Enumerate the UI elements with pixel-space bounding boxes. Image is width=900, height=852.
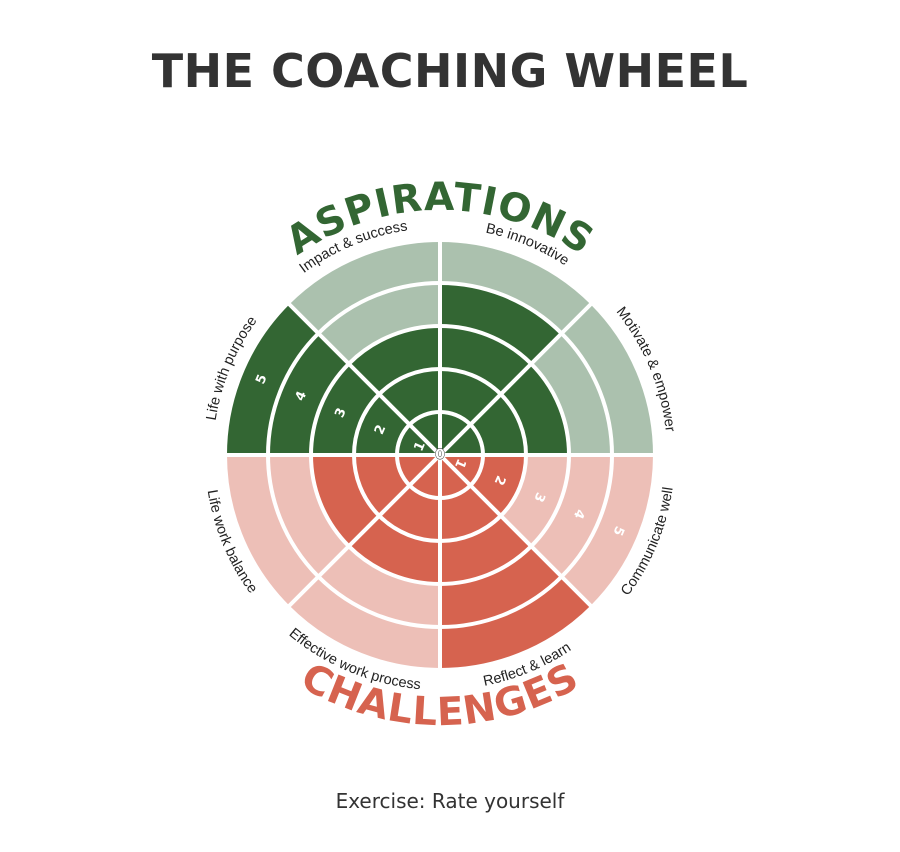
center-label: 0 <box>435 447 445 463</box>
wheel-cell[interactable] <box>318 283 440 364</box>
wheel-cell[interactable] <box>500 363 569 455</box>
wheel-cell[interactable] <box>440 240 593 334</box>
wheel-cell[interactable] <box>287 240 440 334</box>
wheel-cell[interactable] <box>348 515 440 584</box>
wheel-cell[interactable] <box>311 455 380 547</box>
wheel-cell[interactable] <box>440 424 483 455</box>
exercise-caption: Exercise: Rate yourself <box>335 789 565 813</box>
wheel-cell[interactable] <box>440 455 471 498</box>
wheel-cell[interactable] <box>440 455 483 486</box>
wheel-cell[interactable] <box>397 424 440 455</box>
wheel-cell[interactable] <box>225 302 319 455</box>
wheel-cell[interactable] <box>561 455 655 608</box>
wheel-cell[interactable] <box>440 515 532 584</box>
wheel-cell[interactable] <box>440 283 562 364</box>
spoke-line <box>285 453 442 610</box>
wheel-cell[interactable] <box>318 546 440 627</box>
wheel-cell[interactable] <box>500 455 569 547</box>
spoke-line <box>285 300 442 457</box>
wheel-cell[interactable] <box>409 455 440 498</box>
wheel-cell[interactable] <box>440 412 471 455</box>
wheel-cell[interactable] <box>397 455 440 486</box>
wheel-cell[interactable] <box>440 326 532 395</box>
wheel-cell[interactable] <box>409 412 440 455</box>
wheel-cell[interactable] <box>440 576 593 670</box>
page-title: THE COACHING WHEEL <box>151 44 749 98</box>
wheel-cell[interactable] <box>440 546 562 627</box>
spoke-line <box>438 300 595 457</box>
wheel-cell[interactable] <box>225 455 319 608</box>
wheel-cell[interactable] <box>531 455 612 577</box>
wheel-cell[interactable] <box>268 333 349 455</box>
wheel-cell[interactable] <box>287 576 440 670</box>
spoke-line <box>438 453 595 610</box>
wheel-cell[interactable] <box>268 455 349 577</box>
wheel-cell[interactable] <box>561 302 655 455</box>
wheel-cell[interactable] <box>348 326 440 395</box>
wheel-cell[interactable] <box>531 333 612 455</box>
wheel-cell[interactable] <box>311 363 380 455</box>
